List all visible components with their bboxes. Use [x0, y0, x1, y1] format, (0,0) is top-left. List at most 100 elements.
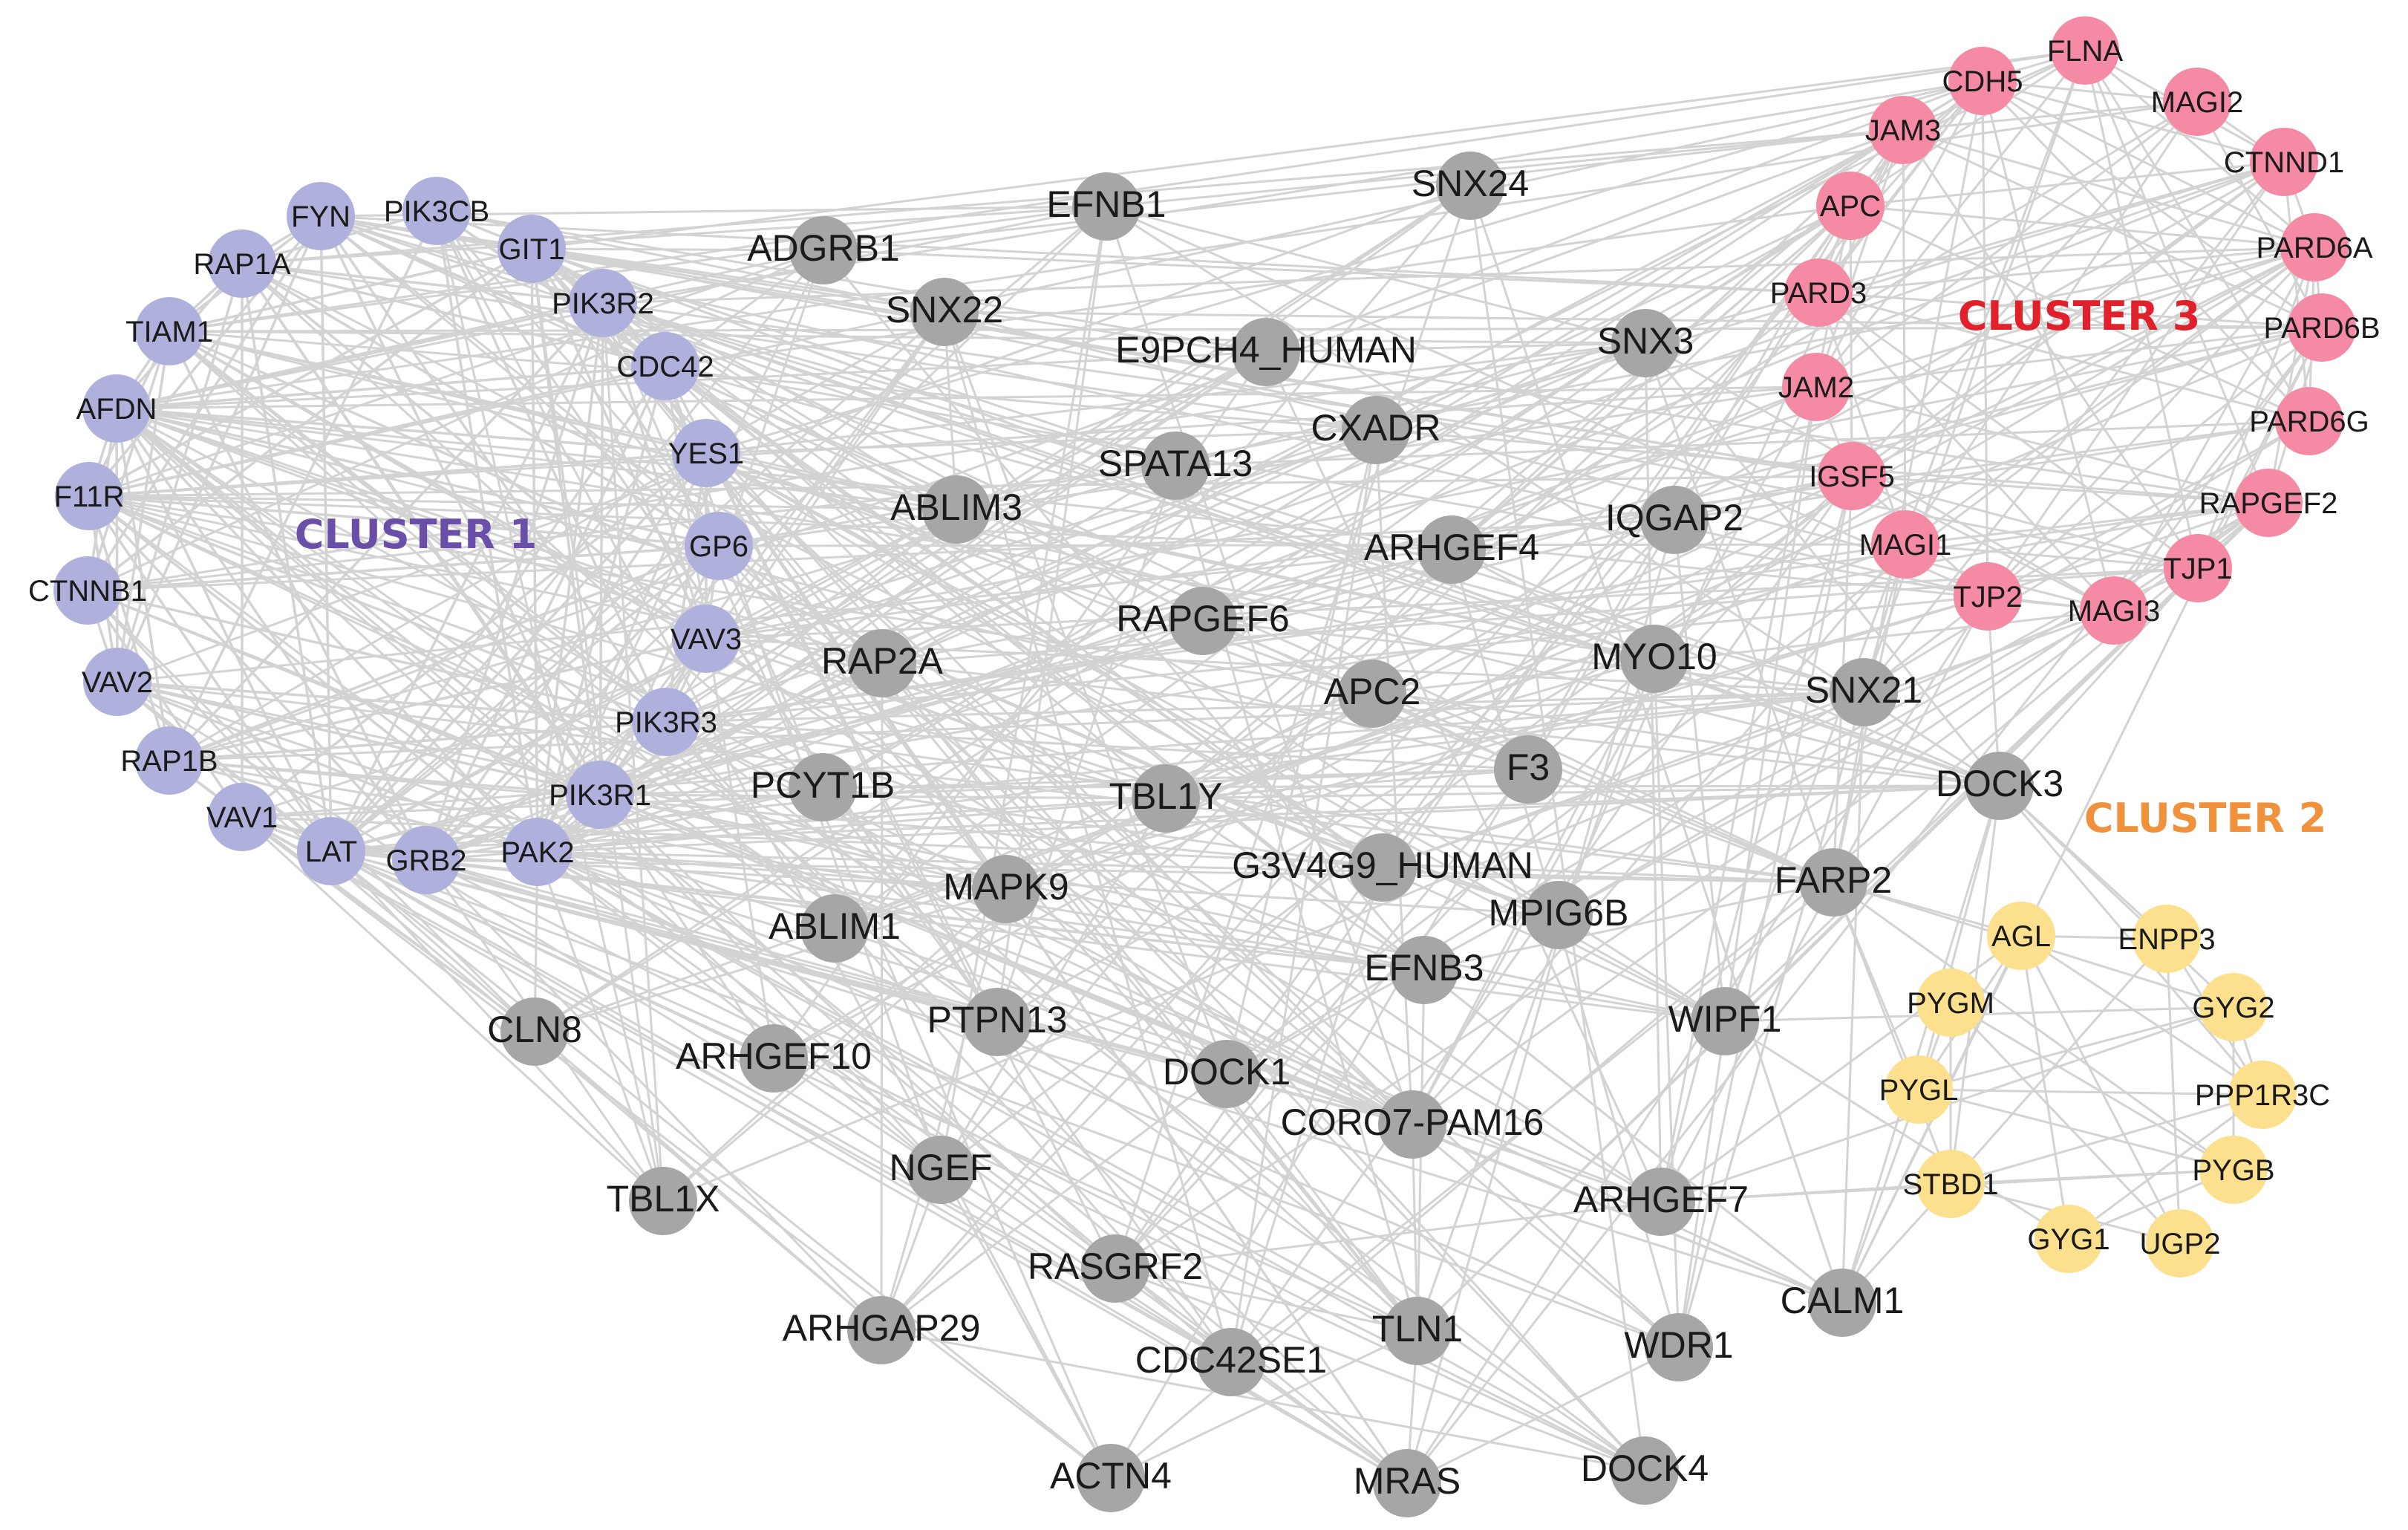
node-label: ACTN4	[1050, 1455, 1172, 1497]
node-label: RAPGEF6	[1116, 598, 1289, 639]
edge-pygm-ugp2	[1949, 1001, 2182, 1245]
edge-pak2-snx21	[537, 691, 1864, 853]
node-circle	[2035, 1205, 2103, 1273]
edge-actn4-tln1	[1110, 1329, 1418, 1479]
node-circle	[1348, 833, 1417, 902]
node-circle	[972, 855, 1040, 923]
edge-snx3-tiam1	[169, 330, 1646, 345]
node-circle	[1192, 1040, 1261, 1108]
node-snx22: SNX22	[886, 278, 1003, 346]
node-rap2a: RAP2A	[821, 629, 944, 697]
node-label: MYO10	[1591, 636, 1717, 677]
edge-snx21-pik3r3	[665, 691, 1864, 723]
edge-snx3-yes1	[705, 342, 1646, 455]
edge-mpig6b-magi3	[1558, 609, 2115, 917]
node-circle	[789, 216, 858, 284]
node-pik3r1: PIK3R1	[549, 761, 651, 829]
edge-arhgef7-e9pch4_human	[1265, 351, 1663, 1202]
node-tjp1: TJP1	[2163, 534, 2233, 602]
edge-lat-tbl1y	[330, 797, 1167, 853]
edge-e9pch4_human-pik3cb	[436, 209, 1267, 354]
node-label: RAPGEF2	[2199, 487, 2338, 520]
edge-jam3-jam2	[1815, 129, 1905, 388]
node-circle	[2275, 387, 2343, 455]
edge-pard3-magi1	[1817, 292, 1907, 545]
node-rap1a: RAP1A	[193, 230, 291, 298]
edge-rasgrf2-igsf5	[1114, 475, 1853, 1270]
node-ctnnb1: CTNNB1	[28, 556, 147, 625]
edge-rasgrf2-cdc42	[664, 365, 1117, 1269]
edge-dock1-grb2	[425, 859, 1227, 1075]
node-lat: LAT	[297, 817, 365, 885]
node-circle	[922, 475, 991, 544]
node-circle	[1072, 172, 1141, 241]
cluster-labels: CLUSTER 1 CLUSTER 3 CLUSTER 2	[295, 293, 2327, 842]
edge-tbl1x-ctnnb1	[86, 589, 665, 1202]
node-label: CALM1	[1781, 1280, 1905, 1321]
edge-pak2-mapk9	[537, 850, 1007, 891]
node-arhgef4: ARHGEF4	[1364, 515, 1539, 584]
node-label: DOCK4	[1581, 1448, 1709, 1489]
node-circle	[1987, 902, 2055, 970]
node-arhgap29: ARHGAP29	[783, 1296, 980, 1364]
node-mras: MRAS	[1354, 1449, 1461, 1517]
node-label: TBL1X	[607, 1178, 720, 1220]
node-farp2: FARP2	[1775, 848, 1892, 917]
edge-g3v4g9_human-cdc42	[665, 365, 1383, 869]
edge-dock3-pik3r2	[602, 302, 2000, 787]
edge-vav1-snx3	[241, 342, 1646, 818]
edge-pik3r2-rap1b	[168, 302, 604, 762]
cluster-1-label: CLUSTER 1	[295, 511, 538, 558]
edge-pik3r3-rapgef2	[665, 501, 2269, 723]
node-ugp2: UGP2	[2140, 1209, 2220, 1277]
node-circle	[632, 688, 700, 756]
edge-lat-cln8	[330, 850, 535, 1033]
node-tbl1x: TBL1X	[607, 1167, 720, 1235]
node-label: F11R	[54, 481, 125, 513]
node-apc2: APC2	[1324, 660, 1420, 728]
edge-calm1-f11r	[88, 495, 1843, 1304]
node-adgrb1: ADGRB1	[747, 216, 900, 284]
edge-farp2-vav2	[117, 680, 1834, 884]
node-label: CXADR	[1311, 407, 1440, 449]
node-circle	[685, 512, 753, 580]
edge-dock4-tiam1	[169, 330, 1645, 1472]
node-coro7-pam16: CORO7-PAM16	[1281, 1090, 1544, 1159]
edge-actn4-pik3cb	[435, 210, 1112, 1479]
edge-pak2-dock3	[537, 784, 2000, 853]
node-magi1: MAGI1	[1859, 510, 1951, 579]
edge-cdh5-ctnnd1	[1982, 79, 2285, 163]
node-afdn: AFDN	[76, 374, 157, 443]
edge-efnb1-tiam1	[169, 205, 1107, 333]
edge-arhgap29-iqgap2	[880, 518, 1676, 1332]
node-label: PARD6G	[2249, 406, 2369, 438]
node-f11r: F11R	[54, 462, 125, 530]
node-ablim1: ABLIM1	[769, 894, 901, 963]
cluster-2-label: CLUSTER 2	[2084, 795, 2327, 842]
edge-wipf1-tiam1	[169, 330, 1726, 1023]
node-label: VAV2	[82, 666, 153, 699]
node-label: CTNNB1	[28, 575, 147, 608]
edge-lat-wdr1	[330, 850, 1680, 1349]
node-dock1: DOCK1	[1163, 1040, 1291, 1108]
edge-dock3-gyg2	[1998, 784, 2235, 1009]
node-circle	[907, 1136, 975, 1204]
node-label: VAV3	[670, 623, 742, 656]
node-circle	[2228, 1061, 2297, 1129]
node-label: FARP2	[1775, 859, 1892, 901]
node-jam3: JAM3	[1865, 96, 1941, 164]
node-cxadr: CXADR	[1311, 396, 1441, 464]
node-circle	[208, 783, 276, 851]
node-actn4: ACTN4	[1050, 1444, 1172, 1512]
edge-coro7-pam16-cxadr	[1374, 429, 1414, 1125]
edge-ctnnd1-tjp2	[1986, 161, 2285, 597]
node-label: GP6	[689, 530, 748, 563]
edge-rap1a-pik3r2	[241, 262, 604, 305]
node-cdh5: CDH5	[1942, 47, 2023, 115]
edge-calm1-dock3	[1841, 785, 2001, 1303]
edge-grb2-snx3	[425, 342, 1646, 862]
edge-cdc42se1-vav2	[117, 680, 1232, 1364]
edge-snx21-ctnnd1	[1862, 161, 2285, 693]
node-vav2: VAV2	[82, 648, 153, 716]
edge-tln1-pik3cb	[435, 210, 1419, 1332]
